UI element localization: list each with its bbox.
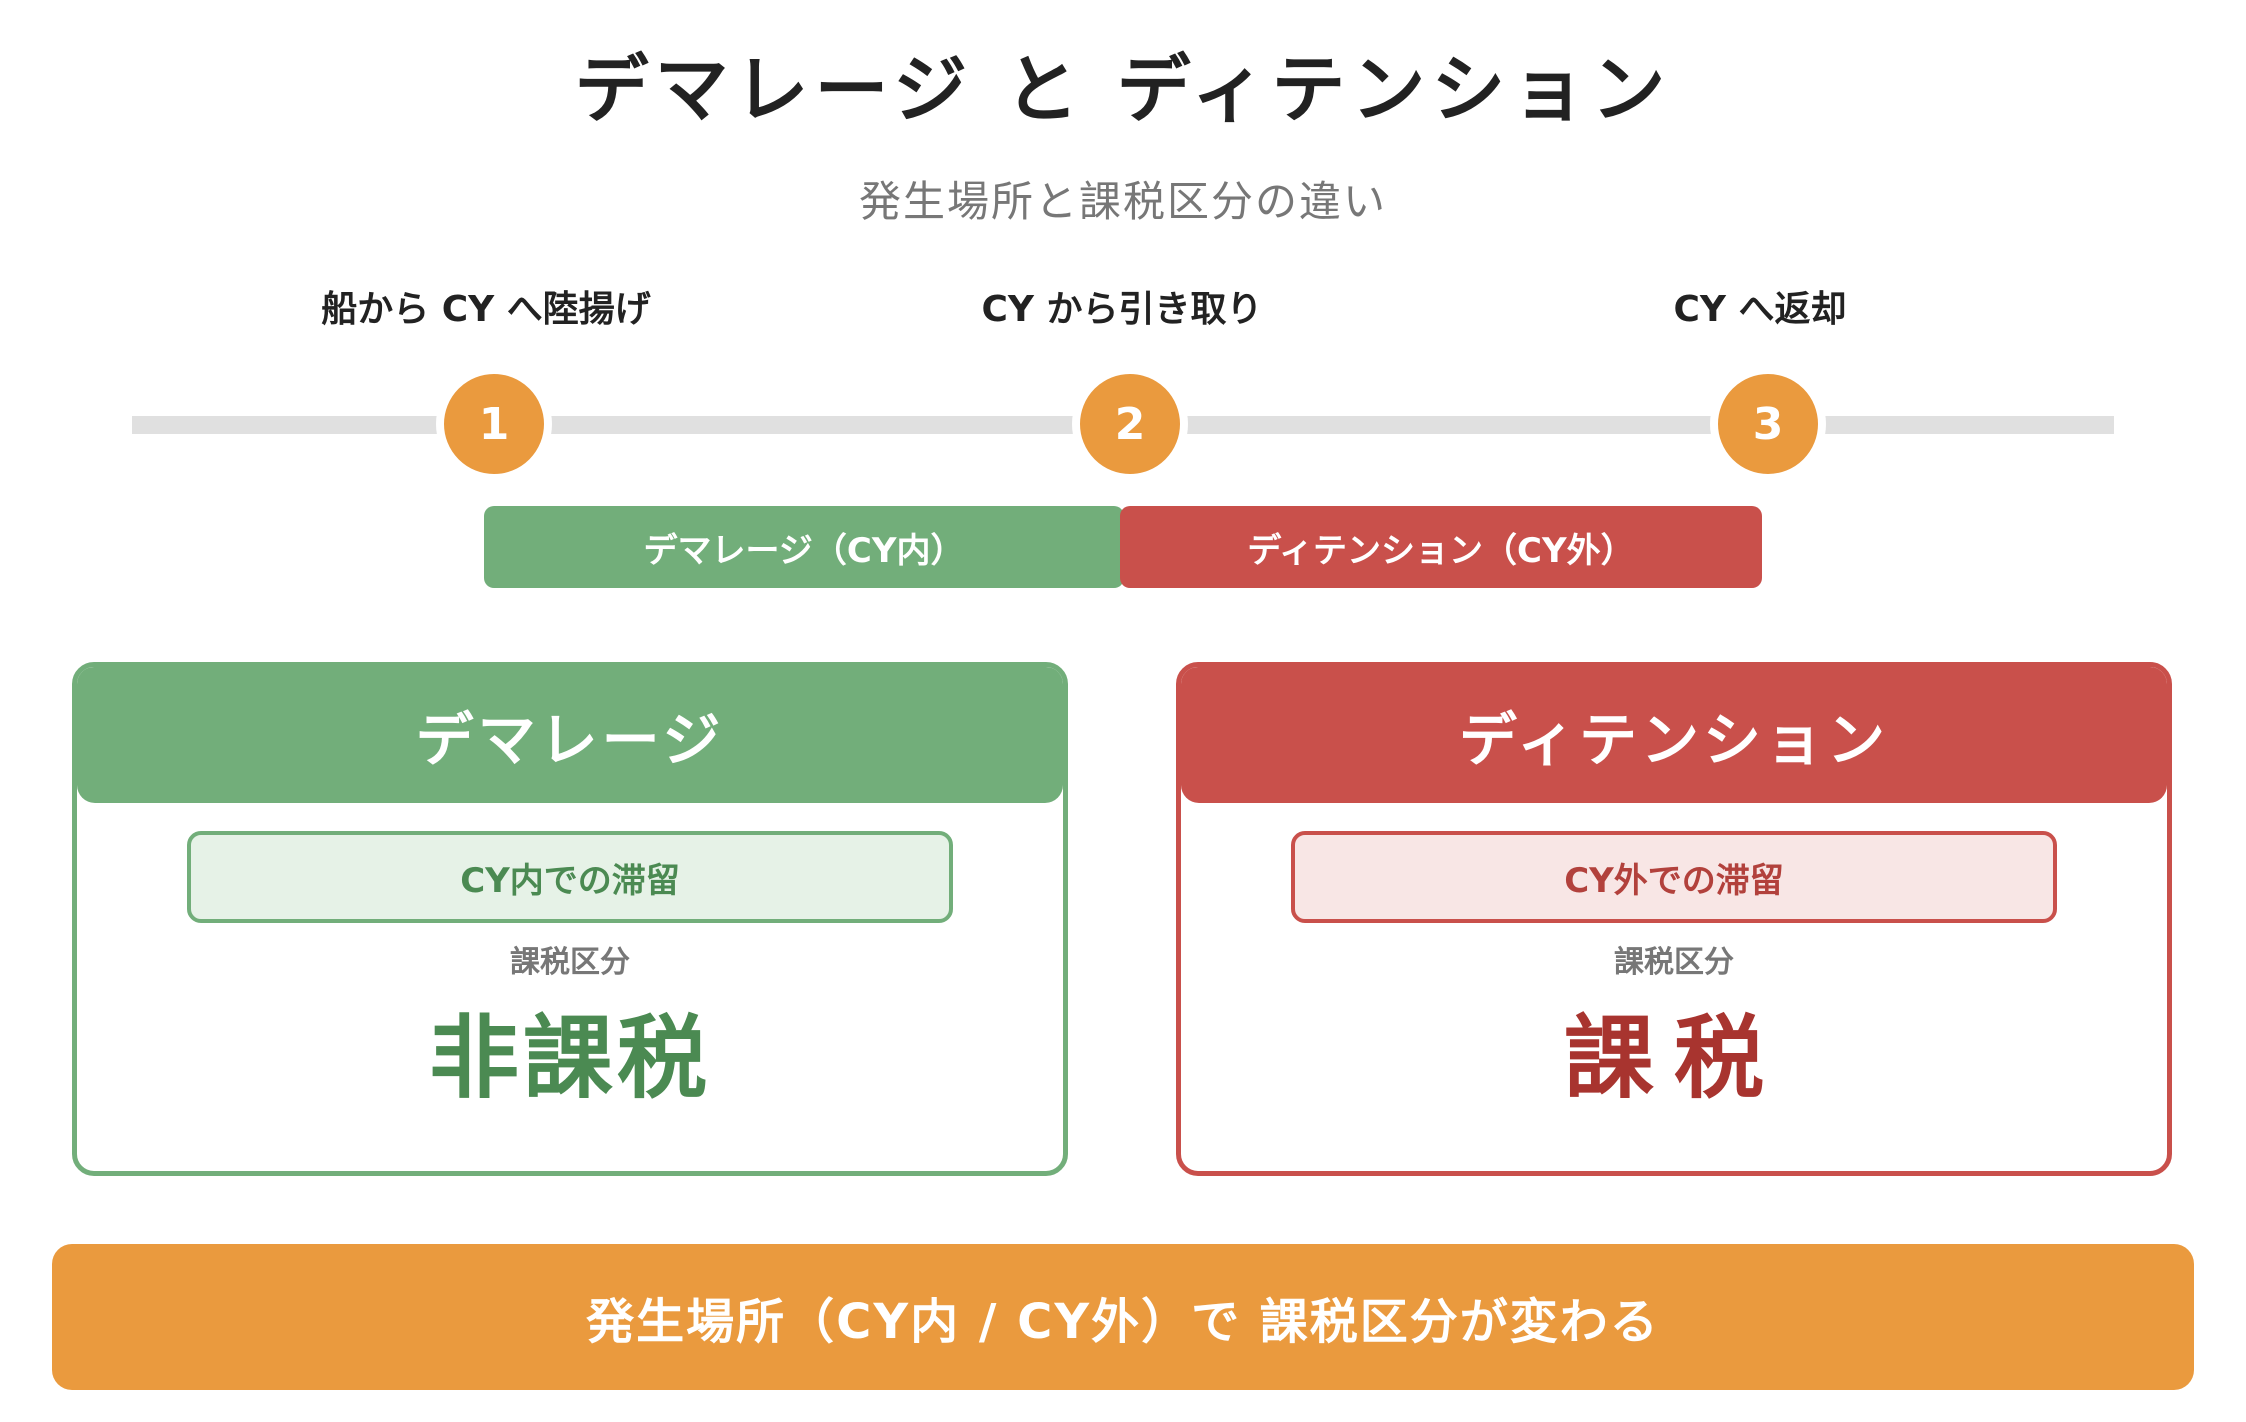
range-bar-demurrage: デマレージ（CY内） (484, 506, 1124, 588)
step-label-3: CY へ返却 (1673, 289, 1847, 330)
detention-tax-value: 課税 (1564, 1006, 1784, 1111)
step-label-2: CY から引き取り (981, 289, 1263, 330)
detention-card-header: ディテンション (1181, 667, 2167, 803)
detention-location-tag: CY外での滞留 (1291, 831, 2057, 923)
demurrage-tax-value: 非課税 (429, 1006, 711, 1111)
demurrage-card-header: デマレージ (77, 667, 1063, 803)
step-marker-3: 3 (1710, 366, 1826, 482)
summary-banner: 発生場所（CY内 / CY外）で 課税区分が変わる (52, 1244, 2194, 1390)
demurrage-tax-label: 課税区分 (510, 945, 630, 980)
step-label-1: 船から CY へ陸揚げ (321, 289, 651, 330)
step-marker-2: 2 (1072, 366, 1188, 482)
step-marker-1: 1 (436, 366, 552, 482)
page-subtitle: 発生場所と課税区分の違い (858, 177, 1387, 226)
range-bar-detention: ディテンション（CY外） (1120, 506, 1762, 588)
demurrage-location-tag: CY内での滞留 (187, 831, 953, 923)
detention-tax-label: 課税区分 (1614, 945, 1734, 980)
detention-card: ディテンション CY外での滞留 課税区分 課税 (1176, 662, 2172, 1176)
demurrage-card: デマレージ CY内での滞留 課税区分 非課税 (72, 662, 1068, 1176)
page-title: デマレージ と ディテンション (574, 47, 1672, 133)
